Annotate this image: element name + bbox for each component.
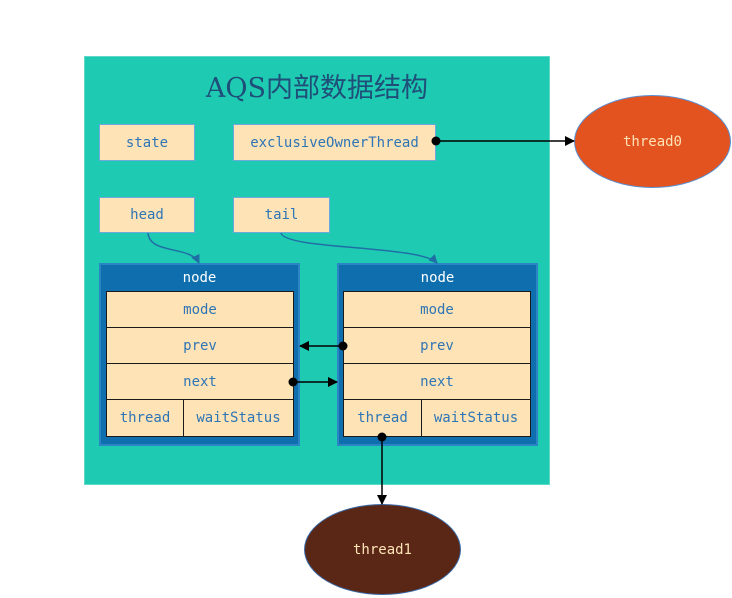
node-2-wait-status: waitStatus <box>421 399 531 437</box>
tail-to-node2-arrow <box>280 232 438 264</box>
thread-to-thread1-arrow <box>377 432 387 505</box>
prev-arrow <box>299 341 348 351</box>
node-1-thread: thread <box>106 399 184 437</box>
node-1-label: node <box>182 270 217 286</box>
node-2-next: next <box>343 363 531 400</box>
thread1-ellipse: thread1 <box>304 504 461 595</box>
node-1-next: next <box>106 363 294 400</box>
head-field: head <box>99 197 195 233</box>
node-1-prev: prev <box>106 327 294 364</box>
tail-field: tail <box>233 197 330 233</box>
node-1-wait-status: waitStatus <box>183 399 294 437</box>
next-arrow <box>288 377 338 387</box>
state-field: state <box>99 124 195 161</box>
thread0-ellipse: thread0 <box>574 95 731 188</box>
diagram-title: AQS内部数据结构 <box>205 73 429 104</box>
owner-to-thread0-arrow <box>431 136 575 146</box>
exclusive-owner-thread-field: exclusiveOwnerThread <box>233 124 436 161</box>
head-to-node1-arrow <box>147 232 200 264</box>
node-2-label: node <box>420 270 455 286</box>
